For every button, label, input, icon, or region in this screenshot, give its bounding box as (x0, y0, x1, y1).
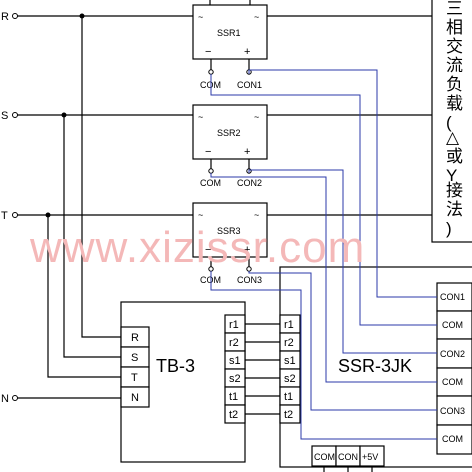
load-label-char: ) (446, 219, 452, 238)
ssr1-ac-left: ~ (198, 12, 203, 22)
tb3-out-t1: t1 (229, 391, 238, 403)
tb3-in-s: S (131, 352, 138, 364)
tb3-module: TB-3 R S T N r1 r2 s1 s2 t1 t2 (120, 301, 246, 463)
wire-s-to-tb3 (63, 115, 121, 358)
load-label-char: 接 (446, 181, 463, 200)
load-label-char: 相 (446, 18, 463, 37)
phase-label-s: S (1, 110, 8, 122)
terminal-r (12, 13, 18, 19)
ssr3-plus: + (244, 244, 250, 256)
ssr1-name: SSR1 (217, 28, 241, 38)
ssr3jk-module: SSR-3JK r1 r2 s1 s2 t1 t2 CON1 COM CON2 … (279, 266, 472, 472)
ssr3jk-name: SSR-3JK (338, 356, 412, 376)
ssr3jk-out-com3: COM (442, 434, 463, 444)
tb3-in-t: T (131, 372, 138, 384)
ssr2-ac-right: ~ (254, 112, 259, 122)
ssr2-com-label: COM (200, 178, 221, 188)
ssr3jk-bottom-con: CON (338, 452, 358, 462)
ssr3jk-out-con1: CON1 (440, 292, 465, 302)
ssr3-name: SSR3 (217, 226, 241, 236)
load-box (431, 0, 472, 243)
ssr3jk-bottom-5v: +5V (362, 452, 378, 462)
ssr3-ac-left: ~ (198, 210, 203, 220)
terminal-n (12, 395, 18, 401)
phase-label-t: T (1, 210, 8, 222)
tb3-name: TB-3 (156, 356, 195, 376)
ssr3jk-in-r1: r1 (284, 319, 294, 331)
ssr3jk-in-s1: s1 (284, 355, 296, 367)
ssr3jk-out-com2: COM (442, 377, 463, 387)
ssr2-ac-left: ~ (198, 112, 203, 122)
tb3-out-r1: r1 (229, 319, 239, 331)
ssr1-plus: + (244, 46, 250, 58)
tb3-in-n: N (131, 392, 139, 404)
wire-r-to-tb3 (81, 16, 121, 338)
ssr3-ac-right: ~ (254, 210, 259, 220)
load-label-char: ( (446, 113, 452, 132)
phase-label-r: R (1, 11, 9, 23)
tb3-out-s2: s2 (229, 373, 241, 385)
ssr2-minus: − (205, 146, 211, 158)
tb3-out-t2: t2 (229, 409, 238, 421)
load-label-char: Y (446, 166, 457, 185)
terminal-t (12, 212, 18, 218)
ssr1: ~ ~ SSR1 − + COM CON1 (192, 0, 268, 90)
ssr3jk-in-r2: r2 (284, 337, 294, 349)
ssr3jk-out-com1: COM (442, 320, 463, 330)
ssr3jk-in-t2: t2 (284, 409, 293, 421)
ssr1-ac-right: ~ (254, 12, 259, 22)
load-label-char: 负 (446, 75, 463, 94)
ssr2-con-label: CON2 (237, 178, 262, 188)
load-label-char: 或 (446, 147, 463, 166)
load-label-char: 流 (446, 56, 463, 75)
ssr3-minus: − (205, 244, 211, 256)
control-wiring (210, 69, 437, 440)
load-label-char: 法 (446, 200, 463, 219)
tb3-out-r2: r2 (229, 337, 239, 349)
ssr3jk-in-t1: t1 (284, 391, 293, 403)
ssr1-minus: − (205, 46, 211, 58)
ssr3jk-bottom-com: COM (314, 452, 335, 462)
ssr3jk-out-con3: CON3 (440, 406, 465, 416)
ssr1-con-label: CON1 (237, 80, 262, 90)
tb3-out-s1: s1 (229, 355, 241, 367)
ssr3: ~ ~ SSR3 − + COM CON3 (192, 202, 268, 285)
ssr2: ~ ~ SSR2 − + COM CON2 (192, 104, 268, 188)
wire-t-to-tb3 (47, 215, 121, 378)
ssr3jk-out-con2: CON2 (440, 349, 465, 359)
ssr3jk-in-s2: s2 (284, 373, 296, 385)
ssr2-plus: + (244, 146, 250, 158)
phase-label-n: N (1, 393, 9, 405)
ssr3-con-label: CON3 (237, 275, 262, 285)
load-label-char: 交 (446, 37, 463, 56)
load-label-char: 三 (446, 0, 463, 18)
load-label-char: 载 (446, 94, 463, 113)
tb3-in-r: R (131, 332, 139, 344)
load-label-char: △ (446, 128, 460, 147)
watermark: www.xizissr.com (29, 223, 365, 272)
ssr2-name: SSR2 (217, 128, 241, 138)
terminal-s (12, 112, 18, 118)
